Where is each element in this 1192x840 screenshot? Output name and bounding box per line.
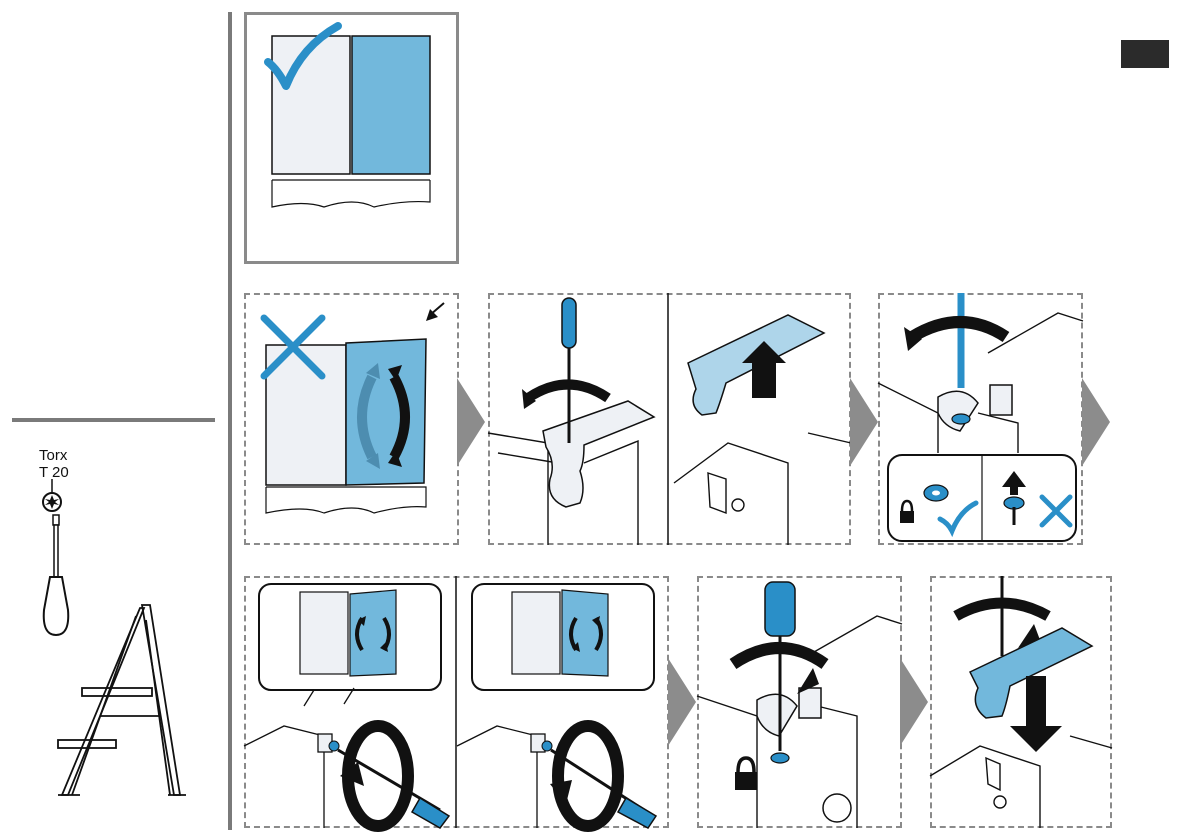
cross-mark-icon [258,312,328,382]
next-arrow-icon [900,658,928,746]
next-arrow-icon [850,378,878,466]
refit-cover-illustration [930,576,1112,828]
next-arrow-icon [668,658,696,746]
adjust-height-illustration [244,576,669,828]
tighten-screw-illustration [697,576,902,828]
tool-brand: Torx [39,447,69,464]
tool-size: T 20 [39,464,69,481]
unscrew-cover-illustration [488,293,851,545]
next-arrow-icon [1082,378,1110,466]
tool-label: Torx T 20 [39,447,69,481]
loosen-screw-illustration [878,293,1083,545]
next-arrow-icon [457,378,485,466]
page-tab-marker [1121,40,1169,68]
vertical-divider [228,12,232,830]
check-mark-icon [262,22,342,92]
stepladder-icon [40,600,200,805]
torx-bit-icon [37,487,67,517]
horizontal-divider [12,418,215,422]
